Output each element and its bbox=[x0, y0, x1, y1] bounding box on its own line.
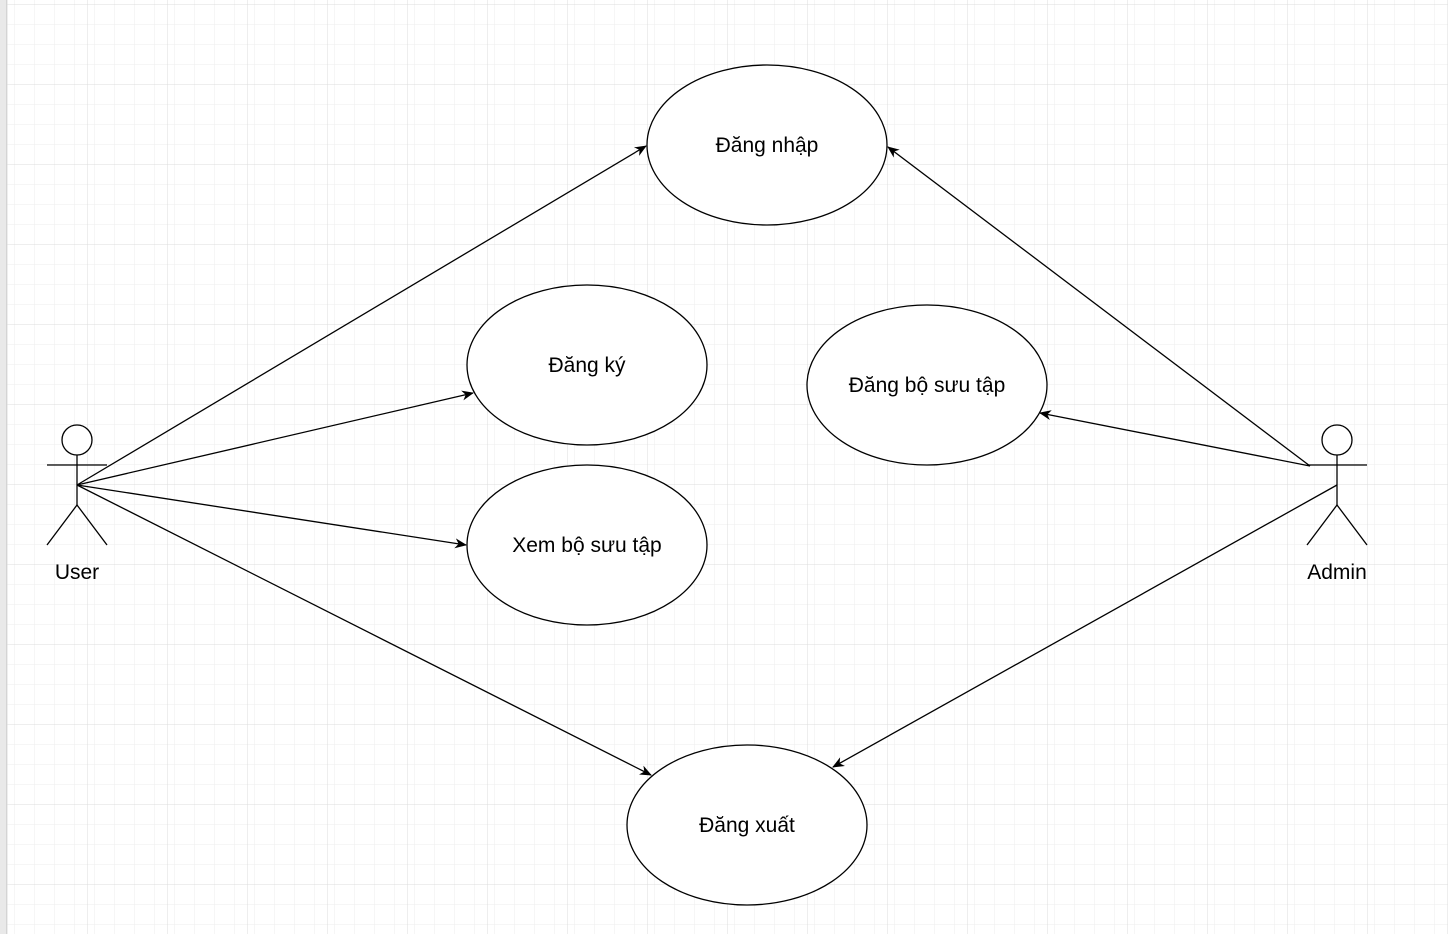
use-case-label: Đăng xuất bbox=[699, 814, 795, 837]
association-admin-dang-xuat[interactable] bbox=[832, 484, 1338, 768]
association-user-dang-nhap[interactable] bbox=[76, 145, 647, 486]
use-case-label: Đăng nhập bbox=[716, 134, 819, 157]
use-case-label: Đăng bộ sưu tập bbox=[849, 374, 1006, 397]
actor-label: Admin bbox=[1307, 561, 1367, 584]
association-admin-dang-nhap[interactable] bbox=[887, 146, 1311, 467]
actor-admin[interactable]: Admin bbox=[1306, 424, 1368, 584]
use-case-shape bbox=[806, 304, 1048, 466]
use-case-dang-nhap[interactable]: Đăng nhập bbox=[646, 64, 888, 226]
use-case-dang-ky[interactable]: Đăng ký bbox=[466, 284, 708, 446]
actor-label: User bbox=[55, 561, 99, 584]
use-case-shape bbox=[466, 464, 708, 626]
association-user-dang-ky[interactable] bbox=[76, 390, 474, 486]
actor-user[interactable]: User bbox=[46, 424, 108, 584]
association-admin-dang-bo-suu-tap[interactable] bbox=[1039, 410, 1311, 467]
use-case-xem-bo-suu-tap[interactable]: Xem bộ sưu tập bbox=[466, 464, 708, 626]
association-user-xem-bo-suu-tap[interactable] bbox=[76, 484, 467, 549]
use-case-dang-xuat[interactable]: Đăng xuất bbox=[626, 744, 868, 906]
use-case-shape bbox=[466, 284, 708, 446]
associations bbox=[76, 145, 1338, 776]
canvas-left-edge bbox=[0, 0, 7, 934]
use-case-label: Đăng ký bbox=[548, 354, 626, 377]
stick-figure-icon bbox=[1306, 424, 1368, 546]
use-case-shape bbox=[626, 744, 868, 906]
association-user-dang-xuat[interactable] bbox=[76, 484, 652, 776]
use-case-label: Xem bộ sưu tập bbox=[512, 534, 661, 557]
use-case-shape bbox=[646, 64, 888, 226]
stick-figure-icon bbox=[46, 424, 108, 546]
use-case-dang-bo-suu-tap[interactable]: Đăng bộ sưu tập bbox=[806, 304, 1048, 466]
